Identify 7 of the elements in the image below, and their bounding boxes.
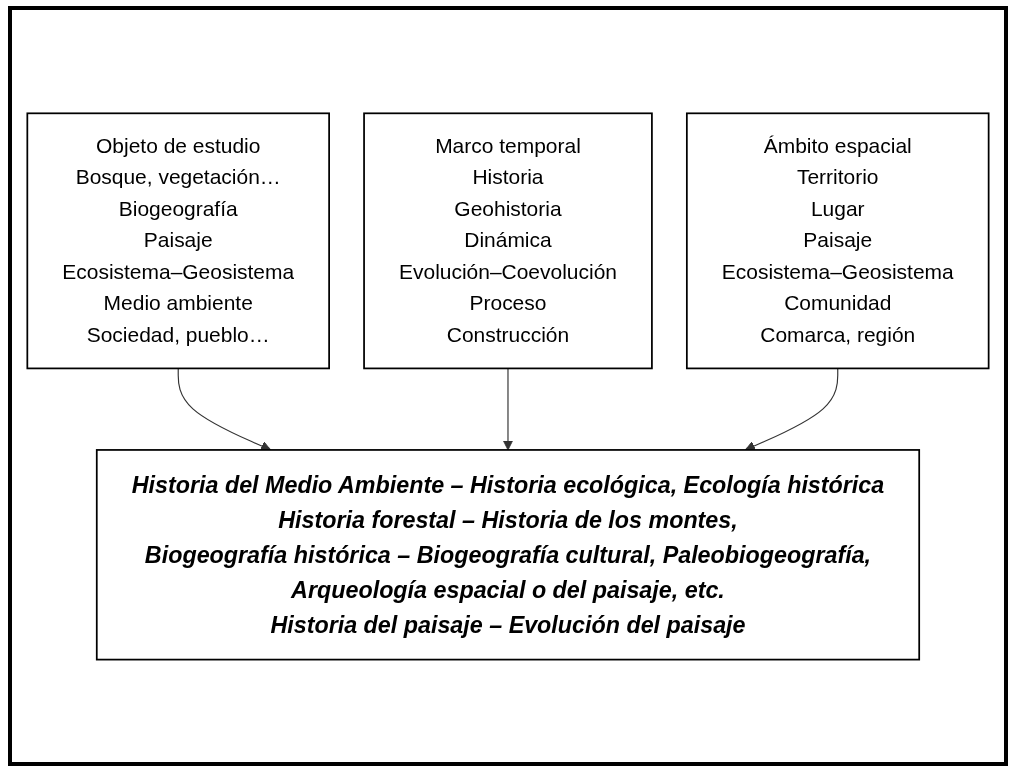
arrow — [744, 367, 839, 451]
arrow — [502, 367, 514, 450]
node-box: Objeto de estudio Bosque, vegetación… Biogeografía Paisaje Ecosistema–Geosistema Medio ambiente Sociedad, pueblo… — [26, 111, 330, 369]
node-box: Marco temporal Historia Geohistoria Dinámica Evolución–Coevolución Proceso Construcción — [363, 111, 653, 369]
node-box: Historia del Medio Ambiente – Historia ecológica, Ecología histórica Historia forestal – Historia de los montes, Biogeografía histórica – Biogeografía cultural, Paleobiogeografía, Arqueología espacial o del paisaje, etc. Historia del paisaje – Evolución del paisaje — [95, 448, 921, 660]
arrow — [177, 367, 272, 451]
node-box: Ámbito espacial Territorio Lugar Paisaje Ecosistema–Geosistema Comunidad Comarca, región — [686, 111, 990, 369]
